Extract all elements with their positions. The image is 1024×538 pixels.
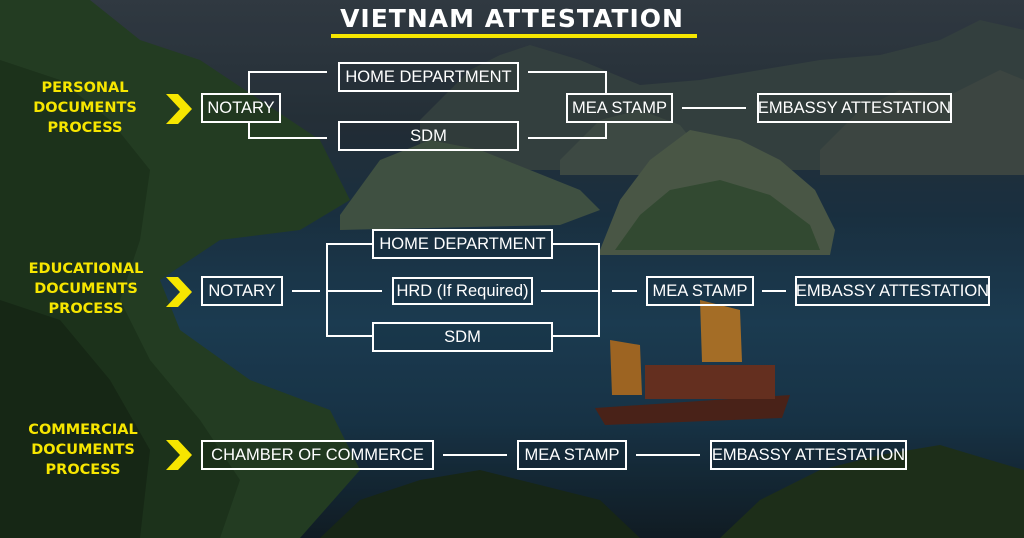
personal-mea-stamp-box: MEA STAMP bbox=[566, 93, 673, 123]
connector bbox=[598, 243, 600, 337]
connector bbox=[528, 71, 607, 73]
personal-sdm-box: SDM bbox=[338, 121, 519, 151]
chevron-right-icon bbox=[166, 94, 192, 124]
personal-embassy-box: EMBASSY ATTESTATION bbox=[757, 93, 952, 123]
connector bbox=[443, 454, 507, 456]
connector bbox=[541, 290, 600, 292]
commercial-chamber-box: CHAMBER OF COMMERCE bbox=[201, 440, 434, 470]
connector bbox=[612, 290, 637, 292]
connector bbox=[248, 71, 250, 93]
connector bbox=[248, 137, 327, 139]
connector bbox=[553, 335, 600, 337]
commercial-embassy-box: EMBASSY ATTESTATION bbox=[710, 440, 907, 470]
connector bbox=[248, 71, 327, 73]
connector bbox=[326, 335, 372, 337]
connector bbox=[528, 137, 607, 139]
educational-hrd-box: HRD (If Required) bbox=[392, 277, 533, 305]
educational-home-department-box: HOME DEPARTMENT bbox=[372, 229, 553, 259]
page-title: VIETNAM ATTESTATION bbox=[340, 4, 684, 33]
connector bbox=[292, 290, 320, 292]
chevron-right-icon bbox=[166, 277, 192, 307]
connector bbox=[636, 454, 700, 456]
educational-embassy-box: EMBASSY ATTESTATION bbox=[795, 276, 990, 306]
connector bbox=[762, 290, 786, 292]
personal-home-department-box: HOME DEPARTMENT bbox=[338, 62, 519, 92]
educational-process-label: EDUCATIONAL DOCUMENTS PROCESS bbox=[28, 261, 144, 317]
personal-notary-box: NOTARY bbox=[201, 93, 281, 123]
connector bbox=[248, 123, 250, 139]
educational-mea-stamp-box: MEA STAMP bbox=[646, 276, 754, 306]
connector bbox=[682, 107, 746, 109]
connector bbox=[326, 243, 372, 245]
connector bbox=[553, 243, 600, 245]
chevron-right-icon bbox=[166, 440, 192, 470]
educational-notary-box: NOTARY bbox=[201, 276, 283, 306]
title-underline bbox=[331, 34, 697, 38]
personal-process-label: PERSONAL DOCUMENTS PROCESS bbox=[33, 80, 137, 136]
connector bbox=[605, 123, 607, 139]
connector bbox=[605, 71, 607, 93]
connector bbox=[326, 290, 382, 292]
commercial-mea-stamp-box: MEA STAMP bbox=[517, 440, 627, 470]
educational-sdm-box: SDM bbox=[372, 322, 553, 352]
commercial-process-label: COMMERCIAL DOCUMENTS PROCESS bbox=[28, 422, 138, 478]
